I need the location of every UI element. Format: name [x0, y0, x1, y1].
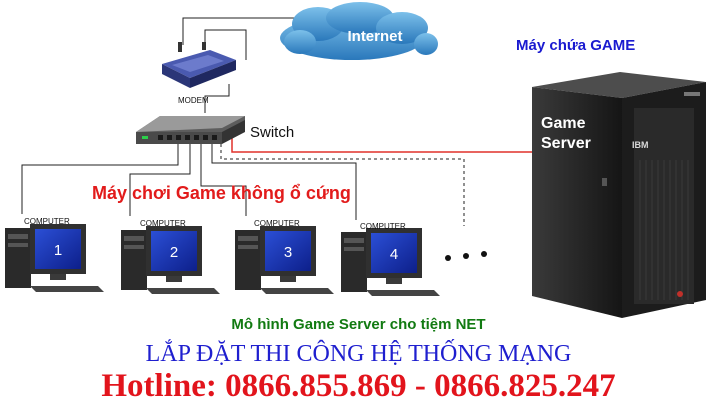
computer-3-number: 3	[284, 244, 292, 261]
internet-label: Internet	[347, 28, 402, 45]
modem-icon	[162, 42, 236, 88]
hotline-text: Hotline: 0866.855.869 - 0866.825.247	[101, 368, 616, 404]
server-link-cable	[231, 138, 532, 153]
diagram-caption: Mô hình Game Server cho tiệm NET	[231, 316, 486, 333]
computer-2-label: COMPUTER	[140, 219, 186, 228]
computer-3-icon	[235, 226, 334, 294]
computer-1-number: 1	[54, 242, 62, 259]
switch-icon	[136, 116, 245, 144]
computer-2-icon	[121, 226, 220, 294]
modem-label: MODEM	[178, 96, 209, 105]
computer-2-number: 2	[170, 244, 178, 261]
game-server-tower-icon	[532, 72, 706, 318]
computer-1-icon	[5, 224, 104, 292]
computer-4-label: COMPUTER	[360, 222, 406, 231]
cables	[21, 17, 465, 226]
switch-label: Switch	[250, 124, 295, 141]
internet-cloud-icon	[280, 2, 438, 60]
computer-4-icon	[341, 228, 440, 296]
game-server-label: Game Server	[541, 115, 591, 152]
diskless-clients-label: Máy chơi Game không ổ cứng	[92, 183, 351, 203]
computer-3-label: COMPUTER	[254, 219, 300, 228]
server-brand-label: IBM	[632, 140, 649, 150]
more-computers-ellipsis	[445, 251, 487, 261]
server-heading: Máy chứa GAME	[516, 37, 636, 54]
install-title: LẮP ĐẶT THI CÔNG HỆ THỐNG MẠNG	[145, 341, 572, 367]
computer-4-number: 4	[390, 246, 398, 263]
computer-1-label: COMPUTER	[24, 217, 70, 226]
